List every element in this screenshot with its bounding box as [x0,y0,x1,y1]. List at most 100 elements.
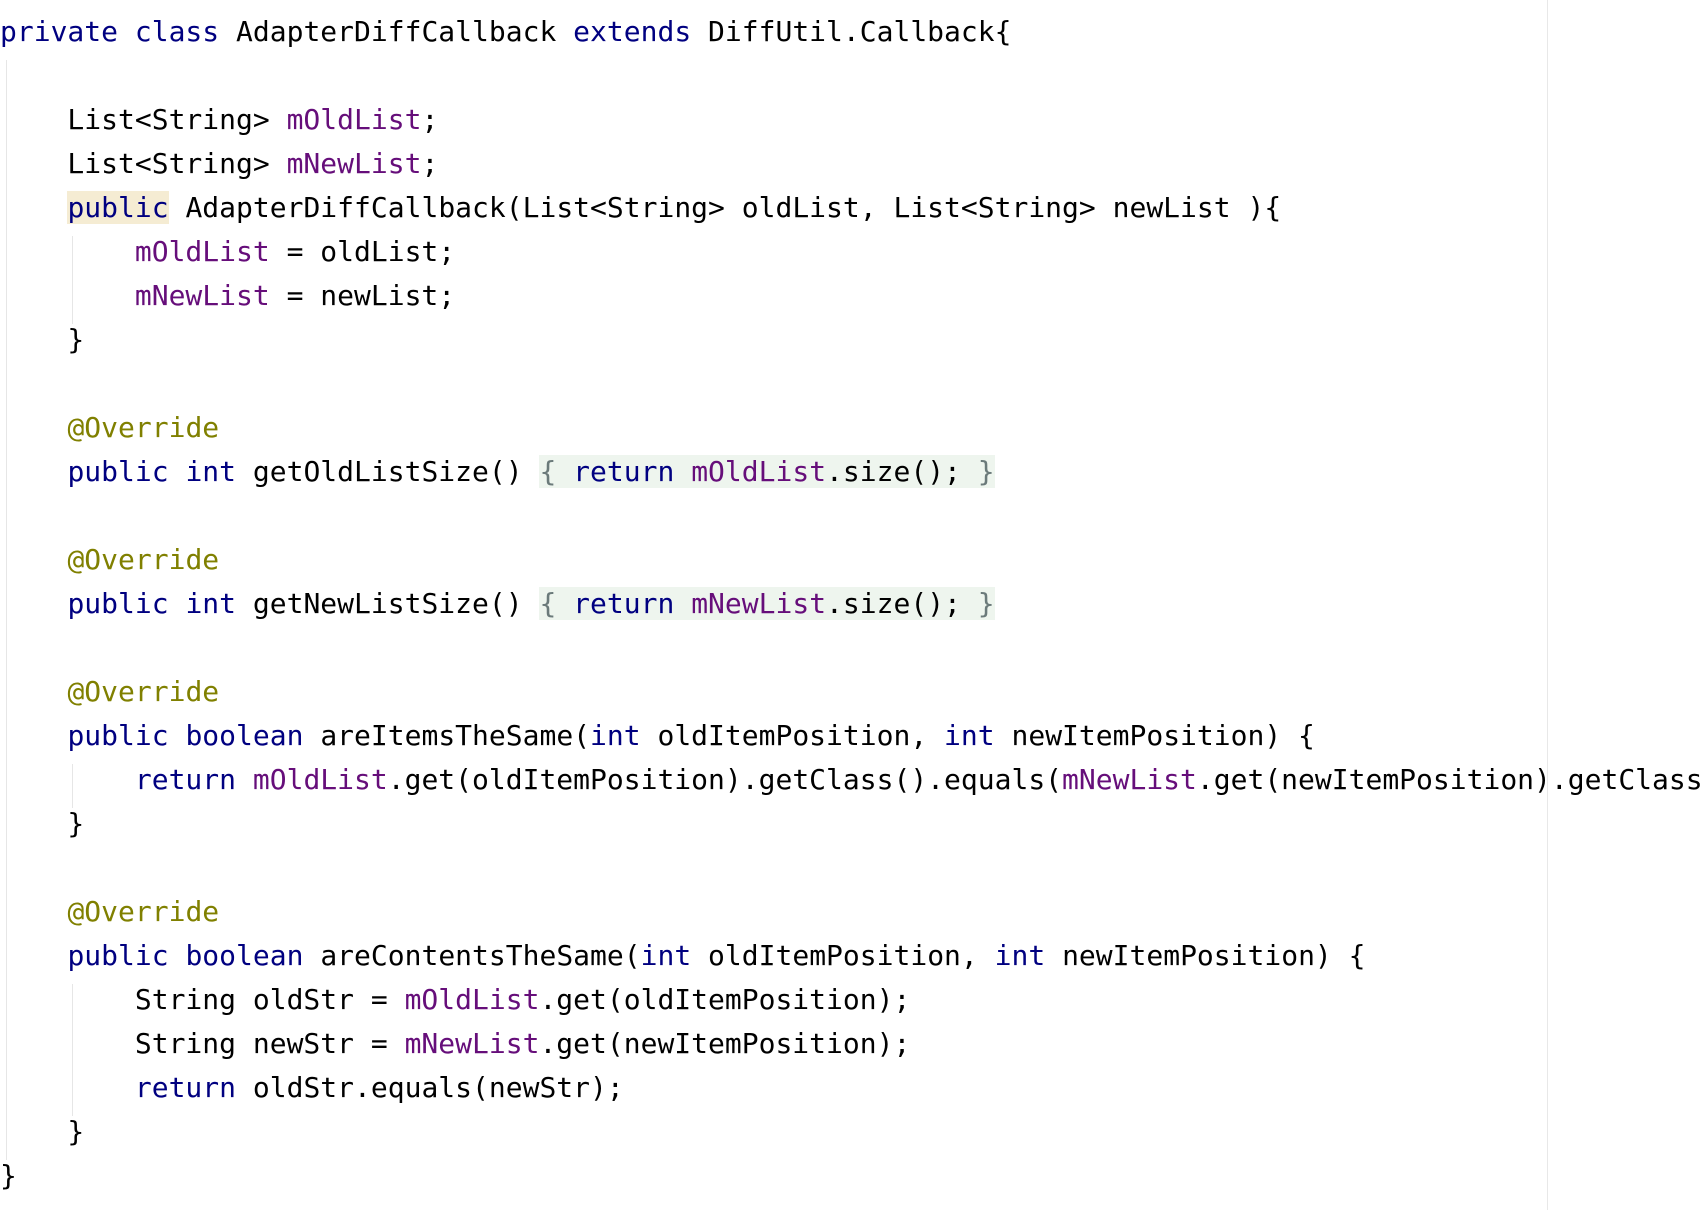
code-token-kw: public int [67,587,253,620]
code-line: } [0,318,1700,362]
code-token-field: mOldList [252,763,388,796]
code-token-plain: getNewListSize() [252,587,540,620]
code-token-plain: DiffUtil.Callback{ [708,15,1012,48]
code-area[interactable]: private class AdapterDiffCallback extend… [0,10,1700,1198]
code-token-field: mOldList [286,103,422,136]
code-token-kw: return [573,455,692,488]
code-token-plain: = oldList; [269,235,456,268]
code-token-plain: oldItemPosition, [657,719,945,752]
right-margin-guide [1547,0,1548,1210]
code-token-plain: .get(newItemPosition).getClass()); [1196,763,1700,796]
code-token-anno: @Override [67,411,220,444]
code-token-kw: private class [0,15,237,48]
code-token-kw: return [134,1071,253,1104]
code-line: @Override [0,890,1700,934]
code-line: return oldStr.equals(newStr); [0,1066,1700,1110]
code-token-kw: extends [573,15,709,48]
code-line: } [0,1110,1700,1154]
code-token-plain: .size(); [826,455,978,488]
code-line: @Override [0,406,1700,450]
code-line [0,494,1700,538]
code-token-kw: int [640,939,709,972]
code-token-plain: AdapterDiffCallback [236,15,574,48]
code-token-plain: oldItemPosition, [708,939,995,972]
code-token-kw: int [944,719,1012,752]
code-token-plain: List<String> [0,103,287,136]
code-token-plain [0,763,135,796]
code-line [0,54,1700,98]
code-token-plain: } [0,807,85,840]
code-token-brace: } [977,455,995,488]
code-token-plain: newItemPosition) { [1011,719,1315,752]
code-token-plain: } [0,323,85,356]
code-token-plain: .get(oldItemPosition); [539,983,911,1016]
code-token-plain: oldStr.equals(newStr); [252,1071,624,1104]
indent-guide-class [6,60,7,1160]
code-line: String newStr = mNewList.get(newItemPosi… [0,1022,1700,1066]
code-token-plain: AdapterDiffCallback(List<String> oldList… [168,191,1282,224]
code-line: public AdapterDiffCallback(List<String> … [0,186,1700,230]
code-token-kw: return [134,763,253,796]
code-token-kw: int [994,939,1063,972]
code-line: public boolean areItemsTheSame(int oldIt… [0,714,1700,758]
code-line: public int getOldListSize() { return mOl… [0,450,1700,494]
code-token-kw: public boolean [67,719,321,752]
code-token-kw: return [573,587,692,620]
code-token-plain: } [0,1115,85,1148]
code-token-plain [0,895,67,928]
code-token-field: mNewList [134,279,270,312]
code-token-kw: public [67,191,169,224]
code-line: mOldList = oldList; [0,230,1700,274]
code-line: return mOldList.get(oldItemPosition).get… [0,758,1700,802]
code-line: public int getNewListSize() { return mNe… [0,582,1700,626]
code-token-field: mNewList [286,147,422,180]
code-token-anno: @Override [67,675,220,708]
code-line: @Override [0,538,1700,582]
code-token-plain [0,939,67,972]
code-token-plain: .get(newItemPosition); [539,1027,911,1060]
code-token-plain: .size(); [826,587,978,620]
code-line: List<String> mNewList; [0,142,1700,186]
code-token-plain [0,279,135,312]
code-token-kw: public boolean [67,939,321,972]
code-token-anno: @Override [67,895,220,928]
code-line: @Override [0,670,1700,714]
code-token-field: mNewList [1062,763,1197,796]
code-token-plain: ; [421,147,439,180]
code-line: List<String> mOldList; [0,98,1700,142]
code-line [0,626,1700,670]
code-token-field: mOldList [134,235,270,268]
code-token-kw: public int [67,455,253,488]
indent-guide-are-contents-the-same [72,984,73,1116]
code-line: String oldStr = mOldList.get(oldItemPosi… [0,978,1700,1022]
code-line: private class AdapterDiffCallback extend… [0,10,1700,54]
code-token-plain: areContentsTheSame( [320,939,641,972]
code-token-plain [0,587,67,620]
code-token-brace: } [977,587,995,620]
code-token-plain: List<String> [0,147,287,180]
code-line [0,846,1700,890]
code-token-plain: getOldListSize() [252,455,540,488]
code-token-brace: { [539,587,574,620]
code-token-plain [0,235,135,268]
code-token-plain: = newList; [269,279,456,312]
code-token-plain [0,411,67,444]
code-token-field: mOldList [691,455,827,488]
code-token-plain: .get(oldItemPosition).getClass().equals( [387,763,1063,796]
code-token-plain: String oldStr = [0,983,405,1016]
code-line: } [0,1154,1700,1198]
code-token-anno: @Override [67,543,220,576]
code-token-plain: String newStr = [0,1027,405,1060]
code-token-plain [0,191,67,224]
code-token-plain [0,719,67,752]
code-token-plain [0,1071,135,1104]
code-token-field: mNewList [691,587,827,620]
code-token-field: mOldList [404,983,540,1016]
code-token-plain [0,455,67,488]
code-line: public boolean areContentsTheSame(int ol… [0,934,1700,978]
code-token-plain [0,675,67,708]
indent-guide-constructor [72,236,73,324]
code-token-plain: newItemPosition) { [1062,939,1366,972]
code-token-plain [0,543,67,576]
